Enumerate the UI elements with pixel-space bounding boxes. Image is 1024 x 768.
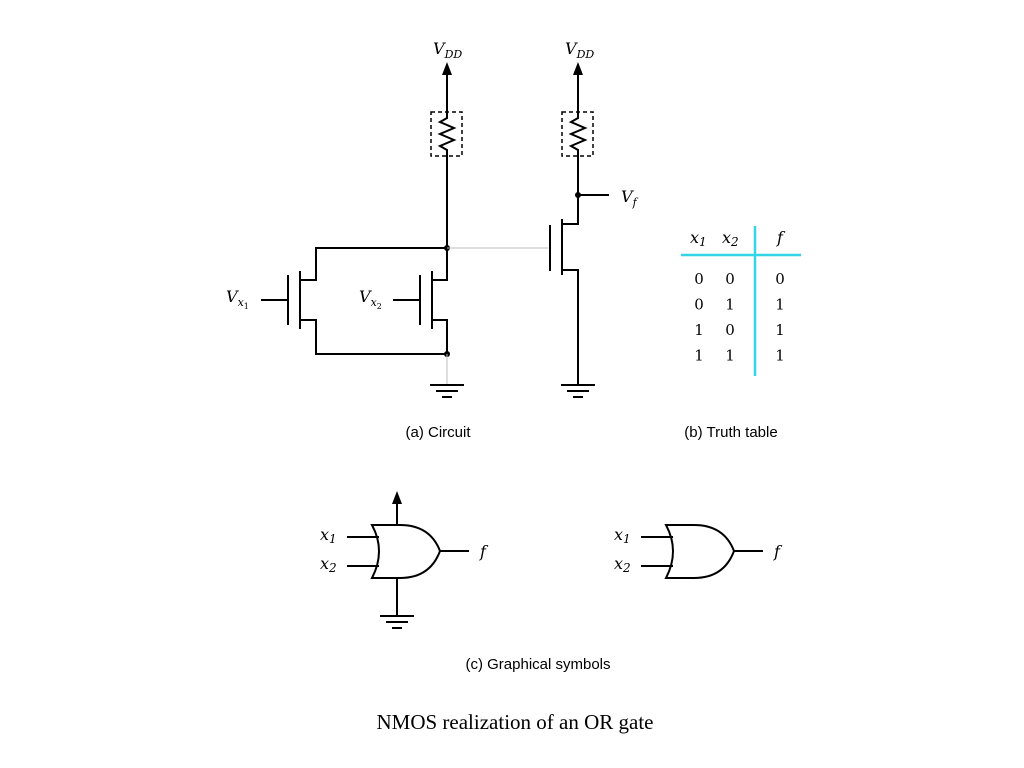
vdd-label-left: VDD: [433, 39, 462, 61]
truth-table-cell: 1: [725, 347, 735, 365]
ground-symbol-right: [561, 384, 595, 398]
truth-table-cell: 1: [725, 296, 735, 314]
truth-table-cell: 0: [725, 321, 735, 339]
label-x2-left: x2: [320, 554, 337, 575]
vx1-label: Vx1: [226, 287, 249, 311]
or-symbol-simple: x1 x2 f: [614, 524, 783, 579]
vx2-label: Vx2: [359, 287, 382, 311]
label-f-right: f: [773, 542, 783, 561]
th-f: f: [776, 228, 786, 247]
caption-circuit: (a) Circuit: [405, 424, 471, 441]
truth-table-cell: 0: [775, 270, 785, 288]
label-x1-left: x1: [320, 525, 337, 546]
th-x1: x1: [690, 228, 707, 249]
truth-table-cell: 0: [694, 270, 704, 288]
or-gate-body-left: [370, 524, 442, 579]
truth-table-rows: 0 0 0 0 1 1 1 0 1 1 1 1: [694, 270, 785, 365]
truth-table-cell: 0: [725, 270, 735, 288]
pull-up-resistor-left: [437, 111, 457, 157]
or-gate-body-right: [664, 524, 736, 579]
pull-up-resistor-right: [568, 111, 588, 157]
truth-table-cell: 1: [775, 347, 785, 365]
truth-table-cell: 1: [694, 347, 704, 365]
caption-truth-table: (b) Truth table: [684, 424, 777, 441]
label-x2-right: x2: [614, 554, 631, 575]
truth-table-cell: 1: [775, 321, 785, 339]
figure-title: NMOS realization of an OR gate: [376, 710, 653, 734]
th-x2: x2: [722, 228, 739, 249]
ground-symbol-left: [430, 384, 464, 398]
label-x1-right: x1: [614, 525, 631, 546]
truth-table: x1 x2 f 0 0 0 0 1 1 1 0 1 1 1 1: [681, 226, 801, 376]
vf-label: Vf: [621, 187, 639, 209]
nor-stage: VDD Vx1 Vx2: [226, 39, 464, 398]
truth-table-cell: 1: [775, 296, 785, 314]
inverter-stage: VDD Vf: [549, 39, 639, 398]
vdd-label-right: VDD: [565, 39, 594, 61]
caption-symbols: (c) Graphical symbols: [465, 656, 610, 673]
ground-symbol-gate: [380, 615, 414, 629]
truth-table-cell: 1: [694, 321, 704, 339]
or-symbol-with-supply: x1 x2 f: [320, 491, 489, 629]
supply-arrow: [392, 491, 402, 504]
label-f-left: f: [479, 542, 489, 561]
vdd-arrow-right: [573, 62, 583, 75]
vdd-arrow-left: [442, 62, 452, 75]
truth-table-cell: 0: [694, 296, 704, 314]
